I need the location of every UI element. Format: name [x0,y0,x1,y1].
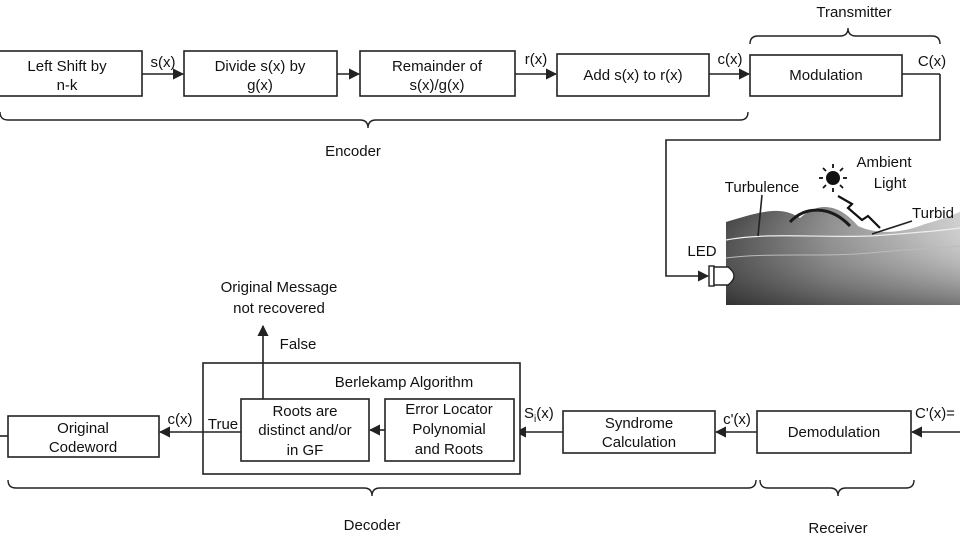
decoder-section: c'(x) Syndrome Calculation Si(x) Berleka… [0,279,757,534]
berlekamp-title: Berlekamp Algorithm [335,374,473,391]
false-label: False [280,336,317,353]
led-icon [708,265,735,287]
remainder-line-2: s(x)/g(x) [410,77,465,94]
syndrome-line-2: Calculation [602,434,676,451]
roots-line-2: distinct and/or [258,422,351,439]
roots-line-1: Roots are [272,403,337,420]
roots-line-3: in GF [287,442,324,459]
receiver-label: Receiver [808,520,867,537]
fail-message-line-2: not recovered [233,300,325,317]
transmitter-brace [749,27,941,45]
wave-line-2 [725,245,960,259]
modulation-label: Modulation [789,67,862,84]
decoder-brace [7,479,757,497]
receiver-brace [759,479,915,497]
signal-Si-label: Si(x) [524,405,554,425]
led-label: LED [687,243,716,260]
turbid-pointer [871,220,913,235]
divide-line-2: g(x) [247,77,273,94]
sun-icon [819,164,847,192]
encoder-brace [0,111,749,129]
wire-to-led [665,74,941,282]
turbulence-pointer [757,194,763,237]
syndrome-line-1: Syndrome [605,415,673,432]
fail-message-line-1: Original Message [221,279,338,296]
underwater-channel-illustration: Turbulence Ambient Light Turbid LED [687,154,960,305]
ambient-light-line-2: Light [874,175,907,192]
signal-C-label: C(x) [918,53,946,70]
lightning-icon [837,195,881,229]
signal-c-label: c(x) [718,51,743,68]
signal-Si-main: S [524,405,534,422]
receiver-section: C'(x)= Demodulation Receiver [756,405,960,537]
turbid-label: Turbid [912,205,954,222]
water-shade [726,206,960,305]
decoder-label: Decoder [344,517,401,534]
add-box [556,53,710,97]
signal-c-out-label: c(x) [168,411,193,428]
left-shift-line-2: n-k [57,77,78,94]
original-codeword-line-1: Original [57,420,109,437]
wave-crest [788,208,852,228]
transmitter-label: Transmitter [816,4,891,21]
signal-c-prime-label: c'(x) [723,411,751,428]
encoder-section: Left Shift by n-k s(x) Divide s(x) by g(… [0,50,751,160]
roots-box [240,398,370,462]
signal-s-label: s(x) [151,54,176,71]
error-locator-line-3: and Roots [415,441,483,458]
encoder-label: Encoder [325,143,381,160]
original-codeword-line-2: Codeword [49,439,117,456]
turbulence-label: Turbulence [725,179,800,196]
original-codeword-box [7,415,160,458]
signal-r-label: r(x) [525,51,548,68]
modulation-box [749,54,903,97]
left-shift-line-1: Left Shift by [27,58,107,75]
divide-box [183,50,338,97]
signal-C-prime-label: C'(x)= [915,405,955,422]
signal-Si-sub: i [534,414,536,425]
divide-line-1: Divide s(x) by [215,58,306,75]
add-label: Add s(x) to r(x) [583,67,682,84]
signal-Si-tail: (x) [536,405,554,422]
remainder-line-1: Remainder of [392,58,483,75]
error-locator-line-2: Polynomial [412,421,485,438]
wave-line [725,227,960,241]
true-label: True [208,416,238,433]
error-locator-box [384,398,515,462]
transmitter-section: Transmitter Modulation C(x) [665,4,946,282]
demodulation-box [756,410,912,454]
demodulation-label: Demodulation [788,424,881,441]
ambient-light-line-1: Ambient [856,154,912,171]
error-locator-line-1: Error Locator [405,401,493,418]
